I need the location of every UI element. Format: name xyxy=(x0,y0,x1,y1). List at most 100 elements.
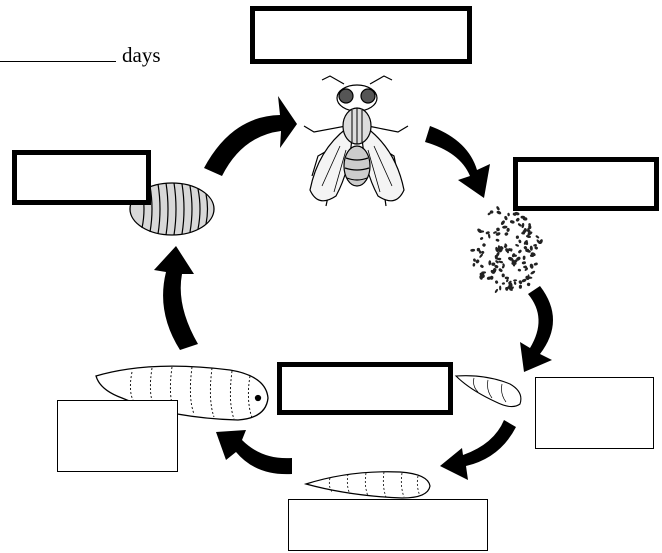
medium-larva-icon xyxy=(303,471,431,499)
egg-dot xyxy=(513,279,518,282)
egg-dot xyxy=(513,254,517,257)
egg-dot xyxy=(530,270,536,275)
egg-dot xyxy=(500,220,505,225)
egg-dot xyxy=(496,257,502,261)
egg-dot xyxy=(501,282,505,285)
label-box-small-larva[interactable] xyxy=(535,377,654,449)
label-box-bottom[interactable] xyxy=(288,499,488,551)
egg-dot xyxy=(521,261,526,265)
arrow-medium-larva-to-large-larva xyxy=(216,430,292,475)
egg-dot xyxy=(527,231,533,236)
egg-dot xyxy=(506,285,512,289)
duration-blank[interactable] xyxy=(0,40,116,62)
egg-dot xyxy=(523,240,528,245)
egg-dot xyxy=(473,258,476,262)
large-larva-icon xyxy=(95,365,269,421)
duration-line: days xyxy=(0,40,161,68)
egg-dot xyxy=(481,250,485,254)
egg-dot xyxy=(476,247,481,252)
egg-dot xyxy=(498,260,504,264)
cycle-arrows xyxy=(154,96,553,480)
egg-dot xyxy=(481,274,485,278)
egg-dot xyxy=(522,255,526,260)
egg-dot xyxy=(493,231,497,234)
egg-dot xyxy=(485,231,490,235)
egg-dot xyxy=(504,215,508,221)
egg-dot xyxy=(534,246,538,250)
egg-dot xyxy=(498,268,503,272)
egg-dot xyxy=(520,215,526,219)
egg-dot xyxy=(533,244,537,247)
egg-dot xyxy=(511,262,517,266)
egg-cluster-icon xyxy=(470,205,543,293)
label-box-medium-larva[interactable] xyxy=(277,362,453,415)
egg-dot xyxy=(478,250,482,254)
egg-dot xyxy=(489,210,494,214)
egg-dot xyxy=(494,255,498,260)
egg-dot xyxy=(529,245,533,251)
arrow-large-larva-to-pupa xyxy=(154,246,198,350)
egg-dot xyxy=(506,227,510,232)
adult-fly-icon xyxy=(303,75,409,207)
egg-dot xyxy=(529,254,535,258)
egg-dot xyxy=(477,228,482,234)
arrow-eggs-to-small-larva xyxy=(520,286,553,372)
egg-dot xyxy=(501,265,505,269)
egg-dot xyxy=(472,263,476,267)
egg-dot xyxy=(529,263,534,269)
egg-dot xyxy=(515,244,519,247)
egg-dot xyxy=(515,217,520,222)
egg-dot xyxy=(518,239,522,244)
duration-unit: days xyxy=(122,43,161,67)
egg-dot xyxy=(494,288,498,293)
egg-dot xyxy=(496,210,502,215)
egg-dot xyxy=(494,264,499,269)
label-box-large-larva[interactable] xyxy=(57,400,178,472)
egg-dot xyxy=(503,245,507,249)
egg-dot xyxy=(499,285,502,291)
egg-dot xyxy=(510,286,514,291)
egg-dot xyxy=(509,220,515,224)
egg-dot xyxy=(488,260,492,266)
egg-dot xyxy=(489,275,494,280)
egg-dot xyxy=(470,248,476,252)
egg-dot xyxy=(513,281,517,285)
egg-dot xyxy=(490,269,495,274)
egg-dot xyxy=(495,260,499,264)
egg-dot xyxy=(536,239,541,244)
egg-dot xyxy=(524,265,528,271)
egg-dot xyxy=(479,253,483,258)
egg-dot xyxy=(501,273,505,278)
egg-dot xyxy=(487,212,491,216)
egg-dot xyxy=(496,227,500,232)
label-box-eggs[interactable] xyxy=(513,157,659,211)
egg-dot xyxy=(521,278,527,283)
egg-dot xyxy=(497,245,501,250)
egg-dot xyxy=(523,246,528,250)
egg-dot xyxy=(518,284,523,289)
egg-dot xyxy=(518,249,522,254)
label-box-pupa[interactable] xyxy=(12,150,151,205)
egg-dot xyxy=(495,280,499,284)
egg-dot xyxy=(507,248,512,252)
egg-dot xyxy=(475,259,480,264)
egg-dot xyxy=(498,248,503,253)
egg-dot xyxy=(488,233,491,239)
egg-dot xyxy=(480,264,484,268)
egg-dot xyxy=(517,223,522,227)
egg-dot xyxy=(526,282,531,287)
egg-dot xyxy=(518,280,523,285)
egg-dot xyxy=(525,248,530,253)
egg-dot xyxy=(517,268,522,272)
egg-dot xyxy=(514,211,520,216)
egg-dot xyxy=(491,262,496,266)
egg-dot xyxy=(504,276,510,280)
egg-dot xyxy=(521,232,525,235)
egg-dot xyxy=(525,234,532,239)
egg-dot xyxy=(535,235,540,239)
egg-dot xyxy=(515,235,520,239)
label-box-adult[interactable] xyxy=(250,6,472,64)
egg-dot xyxy=(482,243,486,247)
